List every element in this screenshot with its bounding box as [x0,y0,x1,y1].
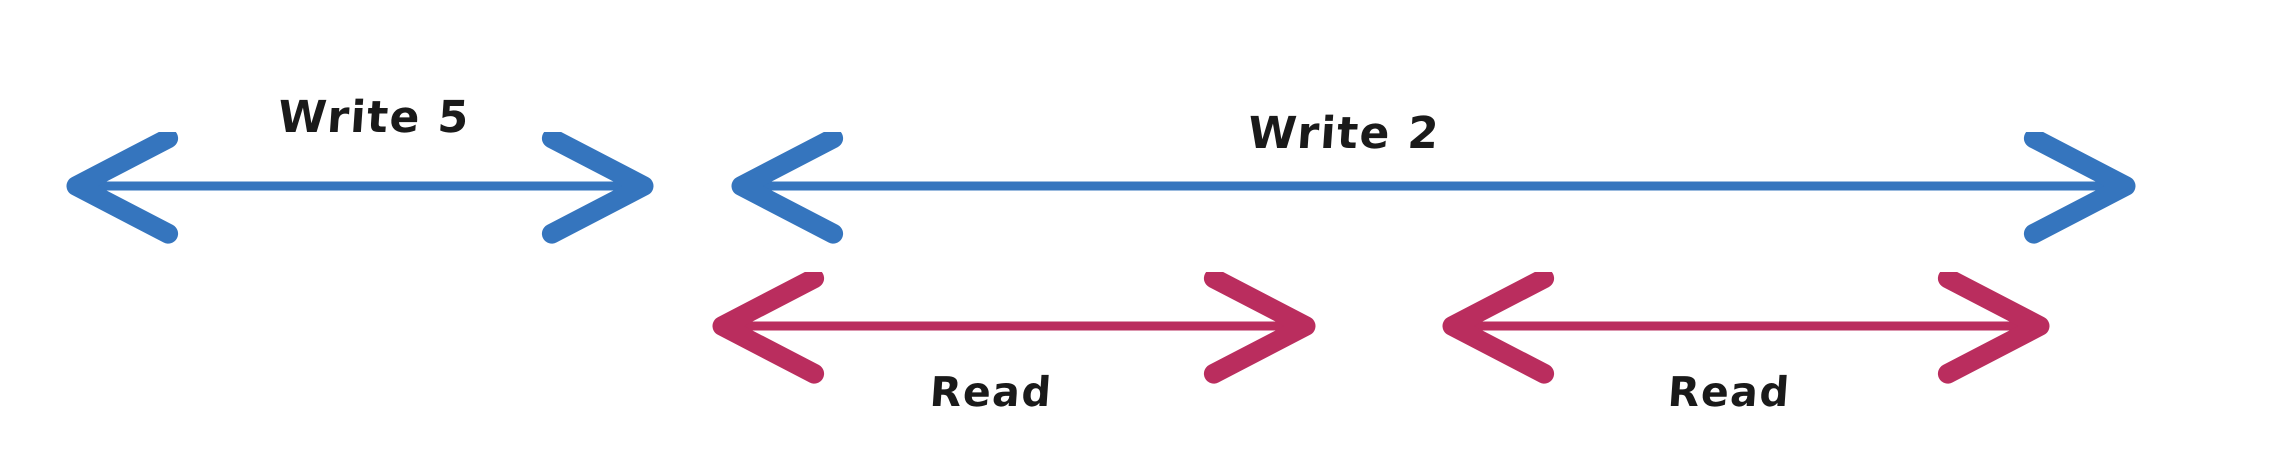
write-2-label: Write 2 [1246,108,1442,159]
write-5-label: Write 5 [276,92,472,143]
read-2-label: Read [1666,368,1793,416]
read-1-label: Read [928,368,1055,416]
